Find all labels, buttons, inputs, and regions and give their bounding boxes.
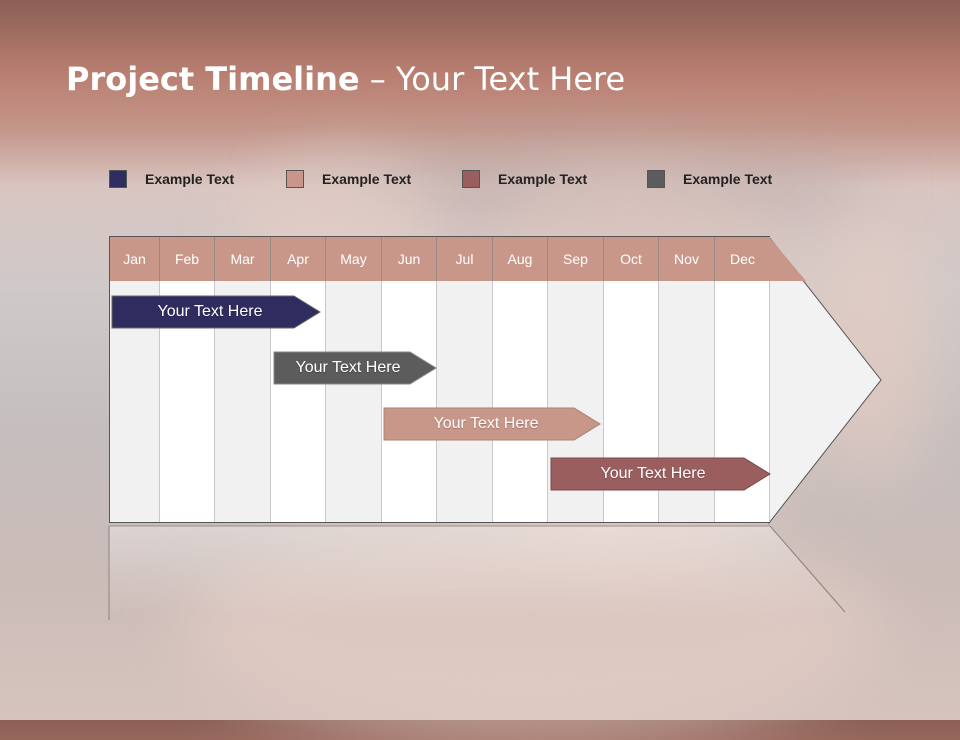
- task-label: Your Text Here: [157, 303, 263, 320]
- month-header: Sep: [548, 237, 604, 281]
- month-header: Nov: [659, 237, 715, 281]
- month-header: Dec: [715, 237, 770, 281]
- legend-item-3: Example Text: [462, 170, 587, 188]
- task-bar-shape: [383, 407, 601, 441]
- month-column: [493, 281, 548, 522]
- month-header: Aug: [493, 237, 548, 281]
- month-header: May: [326, 237, 382, 281]
- month-column: [437, 281, 493, 522]
- task-label: Your Text Here: [295, 359, 401, 376]
- task-bar-shape: [273, 351, 437, 385]
- arrow-head-header: [769, 237, 806, 281]
- task-bar-3[interactable]: Your Text Here: [384, 408, 588, 440]
- title-rest: – Your Text Here: [359, 60, 626, 98]
- task-bars-layer: [111, 295, 771, 491]
- month-header: Mar: [215, 237, 271, 281]
- grid-reflection: [109, 526, 845, 615]
- task-label: Your Text Here: [433, 415, 539, 432]
- legend-item-2: Example Text: [286, 170, 411, 188]
- month-header: Jul: [437, 237, 493, 281]
- month-header: Apr: [271, 237, 326, 281]
- month-header: Feb: [160, 237, 215, 281]
- legend-label: Example Text: [322, 171, 412, 187]
- legend-item-4: Example Text: [647, 170, 772, 188]
- title-bold: Project Timeline: [66, 60, 360, 98]
- task-bar-2[interactable]: Your Text Here: [274, 352, 422, 384]
- legend-swatch: [286, 170, 304, 188]
- timeline-arrow: [108, 235, 882, 620]
- legend-label: Example Text: [145, 171, 235, 187]
- legend-swatch: [647, 170, 665, 188]
- reflection-edge: [769, 525, 846, 613]
- legend-item-1: Example Text: [109, 170, 234, 188]
- month-column: [382, 281, 437, 522]
- legend-swatch: [462, 170, 480, 188]
- task-bar-shape: [111, 295, 321, 329]
- month-header: Jan: [110, 237, 160, 281]
- month-header: Oct: [604, 237, 659, 281]
- task-bar-1[interactable]: Your Text Here: [112, 296, 308, 328]
- slide-title: Project Timeline – Your Text Here: [66, 60, 625, 98]
- month-header: Jun: [382, 237, 437, 281]
- legend-label: Example Text: [683, 171, 773, 187]
- legend-label: Example Text: [498, 171, 588, 187]
- task-bar-shape: [550, 457, 771, 491]
- month-column: [326, 281, 382, 522]
- task-label: Your Text Here: [600, 465, 706, 482]
- legend-swatch: [109, 170, 127, 188]
- task-bar-4[interactable]: Your Text Here: [551, 458, 755, 490]
